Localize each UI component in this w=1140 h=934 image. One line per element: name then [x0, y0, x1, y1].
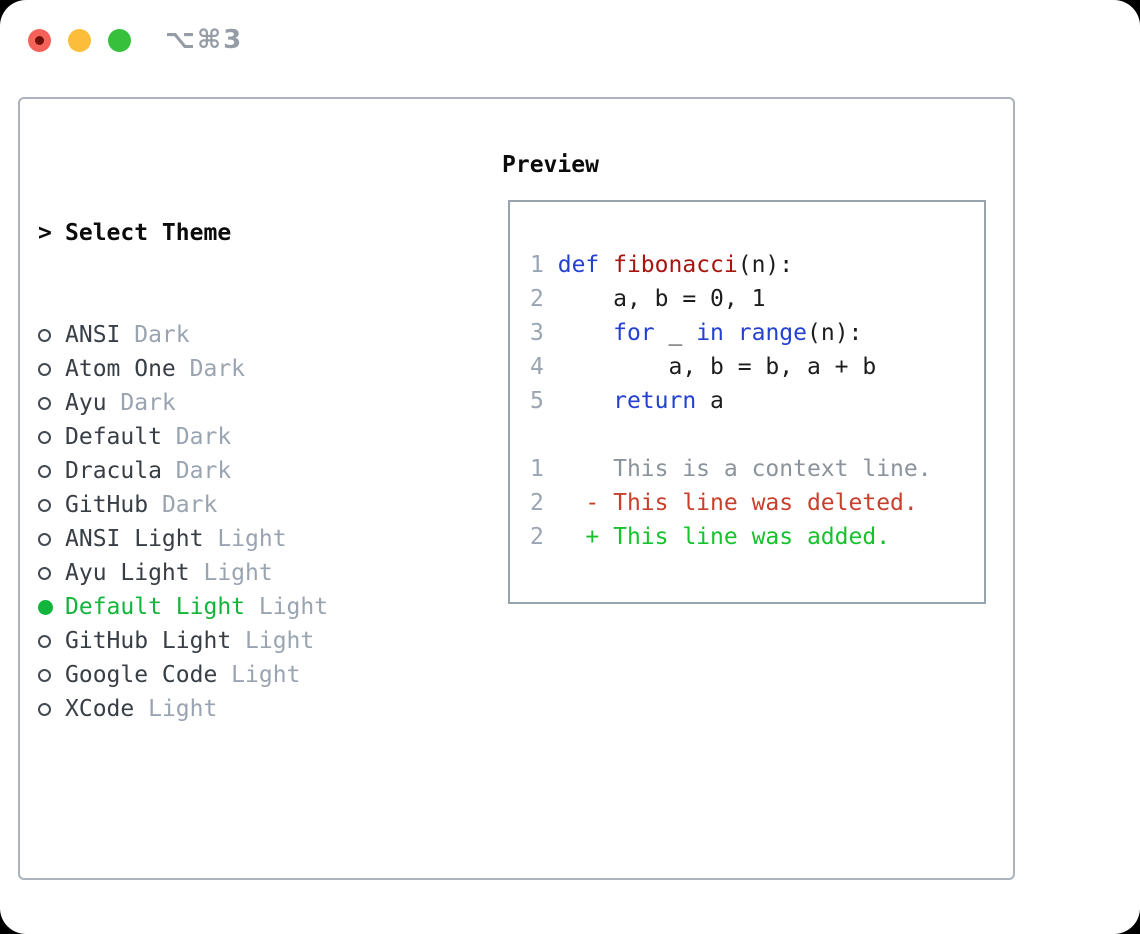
- diff-line: 2 - This line was deleted.: [530, 490, 918, 516]
- theme-option-ayu-light[interactable]: Ayu Light Light: [38, 556, 453, 590]
- title-bar: ⌥⌘3: [28, 25, 243, 55]
- zoom-button[interactable]: [108, 28, 131, 52]
- code-line: 1 def fibonacci(n):: [530, 252, 794, 278]
- theme-option-github-light[interactable]: GitHub Light Light: [38, 624, 453, 658]
- minimize-button[interactable]: [68, 28, 91, 52]
- radio-icon: [38, 430, 51, 444]
- theme-option-atom-one[interactable]: Atom One Dark: [38, 352, 453, 386]
- close-button[interactable]: [28, 28, 51, 52]
- code-line: 3 for _ in range(n):: [530, 320, 863, 346]
- theme-option-ansi-light[interactable]: ANSI Light Light: [38, 522, 453, 556]
- theme-list-header: > Select Theme: [38, 216, 453, 250]
- focus-caret-icon: >: [38, 220, 52, 246]
- radio-icon: [38, 464, 51, 478]
- theme-option-github[interactable]: GitHub Dark: [38, 488, 453, 522]
- radio-icon: [38, 532, 51, 546]
- theme-option-google-code[interactable]: Google Code Light: [38, 658, 453, 692]
- radio-icon: [38, 396, 51, 410]
- theme-option-default-light[interactable]: Default Light Light: [38, 590, 453, 624]
- radio-selected-icon: [38, 599, 53, 615]
- code-line: 4 a, b = b, a + b: [530, 354, 877, 380]
- radio-icon: [38, 328, 51, 342]
- theme-option-ansi[interactable]: ANSI Dark: [38, 318, 453, 352]
- radio-icon: [38, 566, 51, 580]
- radio-icon: [38, 362, 51, 376]
- record-dot-icon: [35, 35, 44, 45]
- diff-line: 1 This is a context line.: [530, 456, 932, 482]
- diff-line: 2 + This line was added.: [530, 524, 891, 550]
- radio-icon: [38, 702, 51, 716]
- window-title-shortcut: ⌥⌘3: [165, 25, 244, 55]
- radio-icon: [38, 498, 51, 512]
- theme-option-dracula[interactable]: Dracula Dark: [38, 454, 453, 488]
- radio-icon: [38, 668, 51, 682]
- code-line: 5 return a: [530, 388, 724, 414]
- preview-title: Preview: [502, 152, 599, 178]
- spacer: [38, 828, 453, 862]
- theme-option-ayu[interactable]: Ayu Dark: [38, 386, 453, 420]
- code-line: 2 a, b = 0, 1: [530, 286, 766, 312]
- theme-list-title: Select Theme: [65, 220, 232, 246]
- preview-code: 1 def fibonacci(n): 2 a, b = 0, 1 3 for _ …: [510, 202, 984, 554]
- preview-pane: 1 def fibonacci(n): 2 a, b = 0, 1 3 for _ …: [508, 200, 986, 604]
- theme-option-xcode[interactable]: XCode Light: [38, 692, 453, 726]
- radio-icon: [38, 634, 51, 648]
- theme-option-default[interactable]: Default Dark: [38, 420, 453, 454]
- blank-line: [530, 418, 984, 452]
